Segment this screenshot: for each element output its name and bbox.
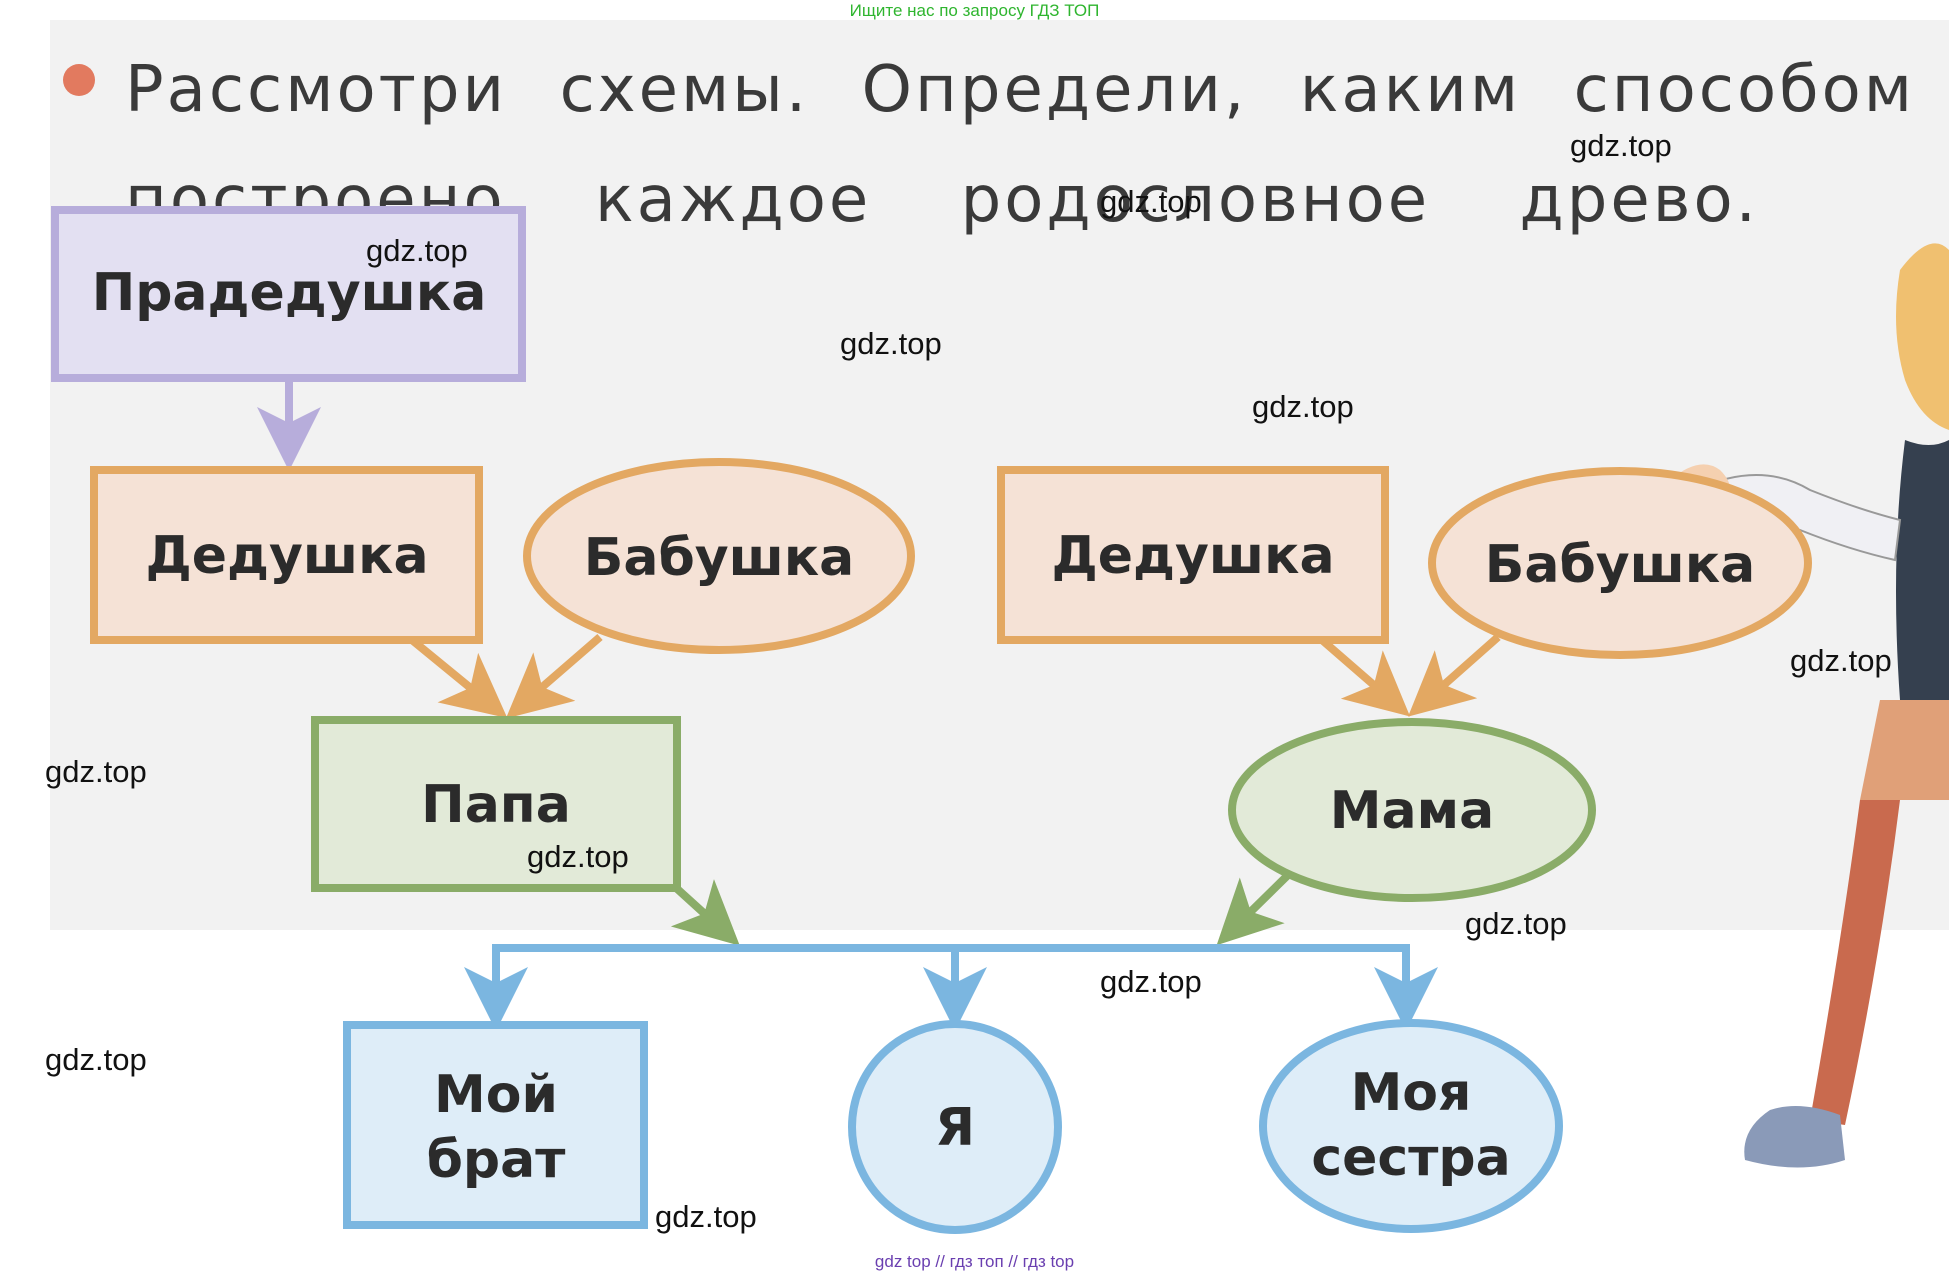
brother-label-line2: брат [427, 1130, 566, 1190]
instruction-word: каждое [594, 163, 872, 237]
connector-grandmother-to-papa [505, 633, 603, 719]
sister-label-line1: Моя [1351, 1063, 1472, 1123]
watermark: gdz.top [1790, 643, 1892, 678]
left-grandfather-node: Дедушка [90, 466, 483, 644]
instruction-word: Определи, [861, 53, 1248, 127]
left-grandmother-label: Бабушка [584, 528, 855, 588]
mother-label: Мама [1330, 781, 1494, 841]
right-grandmother-node: Бабушка [1428, 467, 1812, 659]
watermark: gdz.top [1100, 964, 1202, 999]
me-node: Я [848, 1020, 1062, 1234]
great-grandfather-node: Прадедушка [51, 206, 526, 382]
sister-node: Моя сестра [1259, 1019, 1563, 1233]
brother-node: Мой брат [343, 1021, 648, 1229]
watermark: gdz.top [366, 233, 468, 268]
left-grandfather-label: Дедушка [145, 526, 428, 586]
instruction-line-1: Рассмотри схемы. Определи, каким способо… [125, 35, 1915, 145]
connector-grandmother-to-mama [1408, 634, 1501, 717]
connector-papa-to-children [670, 879, 740, 946]
watermark: gdz.top [45, 754, 147, 789]
instruction-word: родословное [960, 163, 1431, 237]
connector-grandfather-to-papa [409, 636, 508, 719]
right-grandfather-node: Дедушка [997, 466, 1389, 644]
watermark: gdz.top [1570, 128, 1672, 163]
left-grandmother-node: Бабушка [523, 458, 915, 654]
brother-label-line1: Мой [434, 1065, 558, 1125]
instruction-word: каким [1299, 53, 1522, 127]
father-label: Папа [421, 775, 571, 835]
father-node: Папа [311, 716, 681, 892]
watermark: gdz.top [840, 326, 942, 361]
sister-label-line2: сестра [1311, 1128, 1510, 1188]
connector-grandfather-to-mama [1319, 636, 1411, 717]
watermark: gdz.top [1252, 389, 1354, 424]
top-banner: Ищите нас по запросу ГДЗ ТОП [849, 1, 1100, 20]
instruction-word: Рассмотри [125, 53, 508, 127]
me-label: Я [935, 1098, 975, 1158]
right-grandfather-label: Дедушка [1051, 526, 1334, 586]
watermark: gdz.top [1100, 184, 1202, 219]
watermark: gdz.top [527, 839, 629, 874]
instruction-word: способом [1573, 53, 1915, 127]
connector-mama-to-children [1216, 873, 1290, 946]
instruction-word: древо. [1519, 163, 1759, 237]
watermark: gdz.top [655, 1199, 757, 1234]
girl-illustration [1670, 243, 1949, 1168]
watermark: gdz.top [1465, 906, 1567, 941]
mother-node: Мама [1228, 718, 1596, 902]
children-bracket [464, 944, 1438, 1031]
right-grandmother-label: Бабушка [1485, 535, 1756, 595]
great-grandfather-label: Прадедушка [92, 263, 487, 323]
instruction-word: схемы. [559, 53, 810, 127]
bullet-point [63, 64, 95, 96]
watermark: gdz.top [45, 1042, 147, 1077]
bottom-banner: gdz top // гдз топ // гдз top [874, 1252, 1075, 1271]
